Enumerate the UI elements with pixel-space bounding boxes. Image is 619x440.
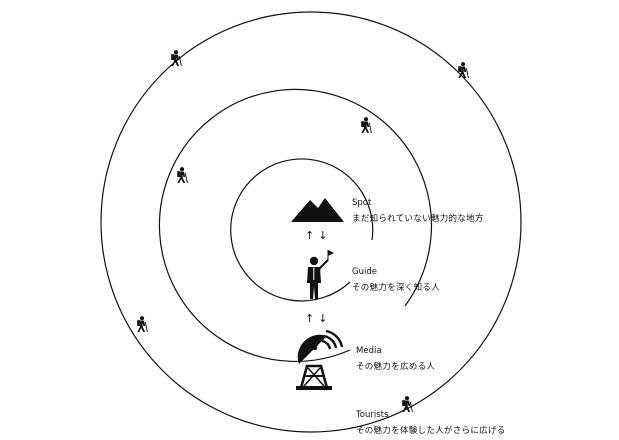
hiker-icon — [176, 166, 188, 184]
hiker-icon — [457, 61, 469, 79]
label-spot: Spot まだ知られていない魅力的な地方 — [352, 198, 484, 225]
arrows-guide-media: ↑↓ — [305, 312, 332, 325]
label-media-title: Media — [356, 346, 382, 356]
ring-inner — [230, 158, 374, 302]
label-spot-title: Spot — [352, 198, 372, 208]
arrows-spot-guide: ↑↓ — [305, 229, 332, 242]
satellite-dish-icon — [296, 329, 344, 390]
label-tourists-title: Tourists — [356, 410, 389, 420]
label-media: Media その魅力を広める人 — [356, 346, 435, 373]
label-tourists: Tourists その魅力を体験した人がさらに広げる — [356, 410, 506, 437]
label-guide: Guide その魅力を深く知る人 — [352, 267, 440, 294]
label-tourists-desc: その魅力を体験した人がさらに広げる — [356, 426, 506, 436]
label-guide-title: Guide — [352, 267, 377, 277]
hiker-icon — [170, 49, 182, 67]
label-guide-desc: その魅力を深く知る人 — [352, 283, 441, 293]
hiker-icon — [360, 116, 372, 134]
label-spot-desc: まだ知られていない魅力的な地方 — [352, 214, 484, 224]
label-media-desc: その魅力を広める人 — [356, 362, 436, 372]
mountain-icon — [291, 198, 344, 222]
ring-middle — [158, 88, 433, 363]
ring-outer — [100, 11, 522, 433]
hiker-icon — [136, 315, 148, 333]
guide-person-flag-icon — [307, 250, 334, 299]
